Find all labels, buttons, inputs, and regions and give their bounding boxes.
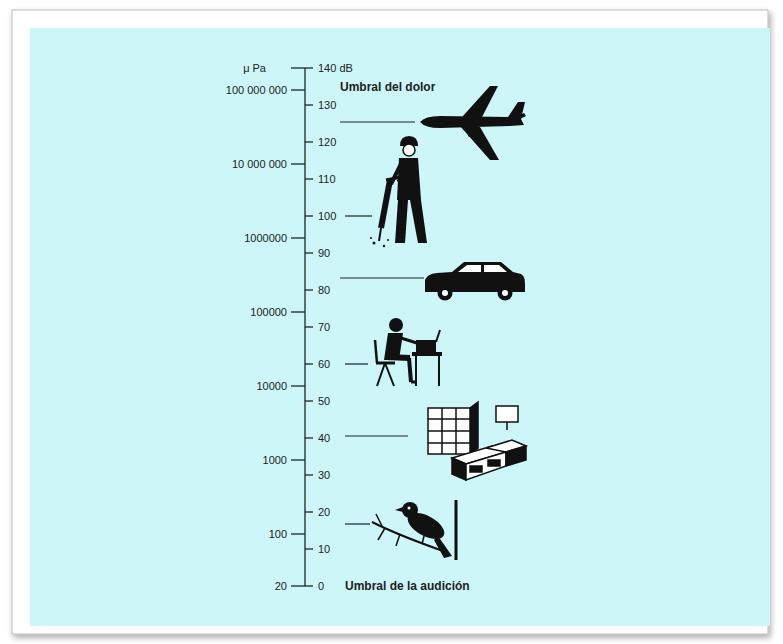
leader-line bbox=[345, 523, 370, 524]
scale-value: 20 bbox=[318, 506, 330, 519]
scale-value: 60 bbox=[318, 358, 330, 371]
scale-value: 1000 bbox=[263, 454, 287, 467]
office-icon bbox=[428, 402, 526, 480]
worker-icon bbox=[370, 136, 427, 247]
scale-value: 10 000 000 bbox=[232, 158, 287, 171]
scale-value: 70 bbox=[318, 321, 330, 334]
scale-value: 10 bbox=[318, 543, 330, 556]
scale-value: 0 bbox=[318, 580, 324, 593]
scale-value: 100 bbox=[318, 210, 336, 223]
leader-line bbox=[345, 435, 408, 436]
leader-line bbox=[340, 277, 424, 278]
leader-line bbox=[345, 215, 372, 216]
leader-line bbox=[340, 121, 415, 122]
scale-value: 30 bbox=[318, 469, 330, 482]
scale-value: 110 bbox=[318, 173, 336, 186]
scale-value: 140 dB bbox=[318, 62, 353, 75]
leader-line bbox=[345, 363, 368, 364]
airplane-icon bbox=[420, 86, 526, 160]
scale-value: 50 bbox=[318, 395, 330, 408]
scale-value: 130 bbox=[318, 99, 336, 112]
threshold-label: Umbral del dolor bbox=[340, 81, 435, 94]
db-ticks bbox=[305, 68, 313, 586]
car-icon bbox=[425, 262, 525, 301]
pressure-ticks bbox=[291, 68, 305, 586]
scale-value: 90 bbox=[318, 247, 330, 260]
scale-value: 100 bbox=[269, 528, 287, 541]
scale-value: 40 bbox=[318, 432, 330, 445]
scale-value: 20 bbox=[275, 580, 287, 593]
background-panel bbox=[30, 28, 770, 626]
scale-value: 10000 bbox=[256, 380, 287, 393]
typist-icon bbox=[375, 318, 442, 386]
scale-value: 80 bbox=[318, 284, 330, 297]
scale-value: 120 bbox=[318, 136, 336, 149]
scale-value: μ Pa bbox=[243, 62, 266, 75]
scale-value: 100 000 000 bbox=[226, 84, 287, 97]
threshold-label: Umbral de la audición bbox=[345, 580, 470, 593]
bird-icon bbox=[372, 500, 456, 560]
scale-value: 1000000 bbox=[244, 232, 287, 245]
scale-value: 100000 bbox=[250, 306, 287, 319]
